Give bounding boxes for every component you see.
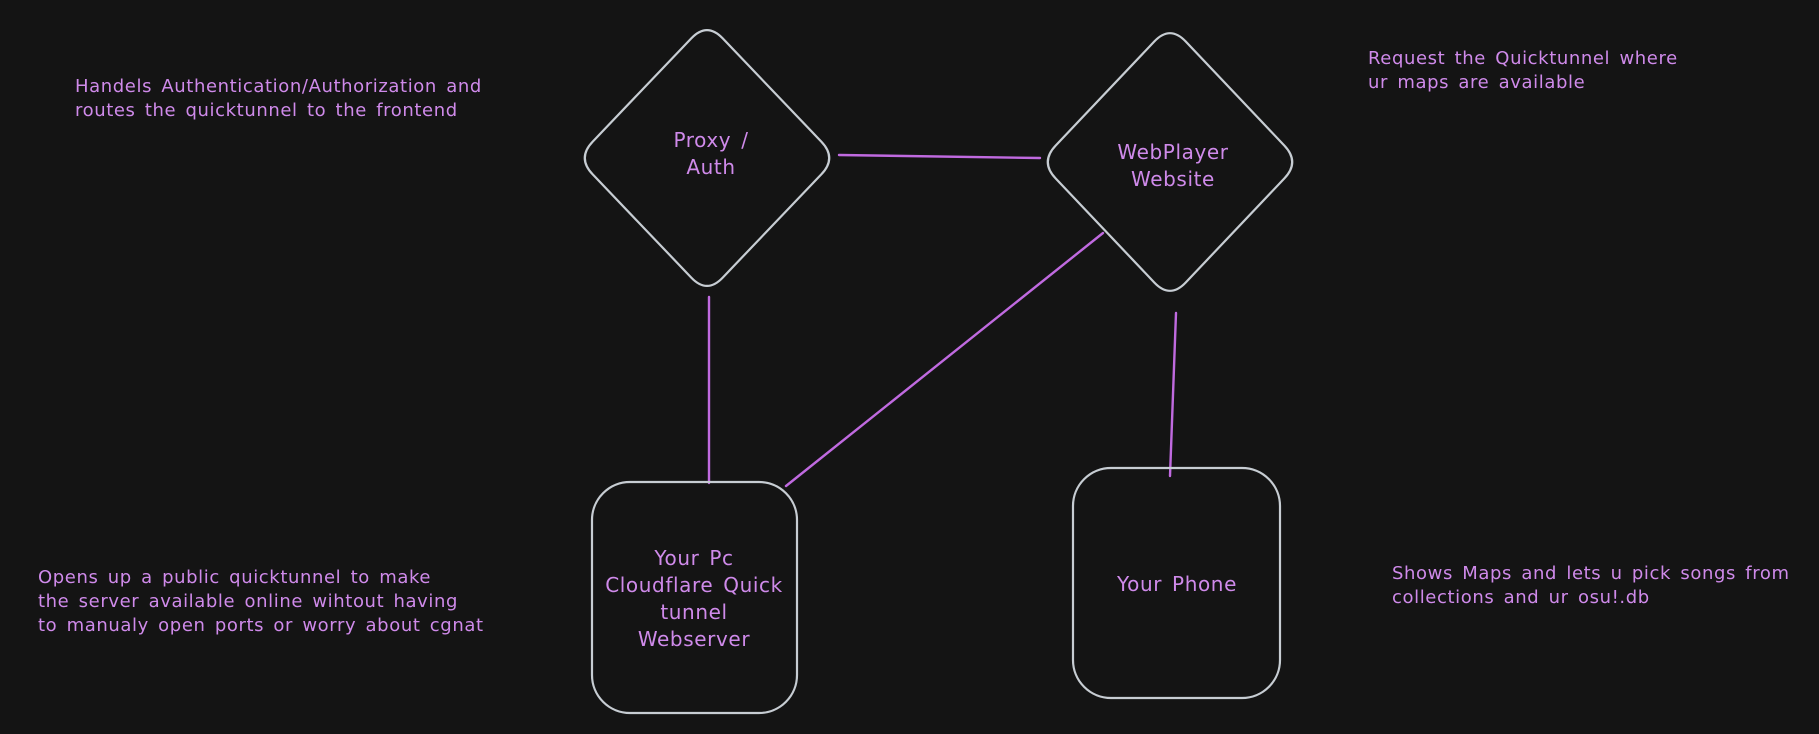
annotation-phone-note[interactable]: Shows Maps and lets u pick songs from co… bbox=[1392, 562, 1790, 610]
node-label-line: Your Phone bbox=[1116, 572, 1237, 596]
annotation-line: Request the Quicktunnel where bbox=[1368, 48, 1678, 69]
annotation-line: collections and ur osu!.db bbox=[1392, 587, 1650, 608]
node-label-your-phone[interactable]: Your Phone bbox=[1077, 571, 1277, 598]
node-label-line: Cloudflare Quick bbox=[605, 573, 783, 597]
node-label-proxy-auth[interactable]: Proxy / Auth bbox=[611, 127, 811, 181]
annotation-line: Handels Authentication/Authorization and bbox=[75, 76, 482, 97]
annotation-webserver-note[interactable]: Opens up a public quicktunnel to make th… bbox=[38, 566, 484, 638]
annotation-proxy-note[interactable]: Handels Authentication/Authorization and… bbox=[75, 75, 482, 123]
connector-webplayer-to-your-pc[interactable] bbox=[784, 231, 1105, 488]
annotation-line: Shows Maps and lets u pick songs from bbox=[1392, 563, 1790, 584]
connector-proxy-to-webplayer[interactable] bbox=[837, 153, 1042, 160]
node-label-line: Auth bbox=[686, 155, 736, 179]
node-label-your-pc-webserver[interactable]: Your Pc Cloudflare Quick tunnel Webserve… bbox=[594, 545, 794, 653]
node-label-line: Proxy / bbox=[673, 128, 749, 152]
annotation-webplayer-note[interactable]: Request the Quicktunnel where ur maps ar… bbox=[1368, 47, 1678, 95]
node-label-line: WebPlayer bbox=[1117, 140, 1229, 164]
node-shape-webplayer-website[interactable] bbox=[1046, 32, 1294, 292]
node-label-line: Website bbox=[1131, 167, 1215, 191]
node-label-webplayer-website[interactable]: WebPlayer Website bbox=[1073, 139, 1273, 193]
node-shape-your-phone[interactable] bbox=[1071, 466, 1282, 700]
connector-webplayer-to-your-phone[interactable] bbox=[1168, 311, 1178, 478]
node-label-line: Webserver bbox=[637, 627, 751, 651]
annotation-line: the server available online wihtout havi… bbox=[38, 591, 459, 612]
annotation-line: routes the quicktunnel to the frontend bbox=[75, 100, 458, 121]
annotation-line: Opens up a public quicktunnel to make bbox=[38, 567, 432, 588]
annotation-line: ur maps are available bbox=[1368, 72, 1586, 93]
node-shape-your-pc-webserver[interactable] bbox=[590, 480, 799, 715]
node-label-line: Your Pc bbox=[654, 546, 734, 570]
node-label-line: tunnel bbox=[660, 600, 728, 624]
node-shape-proxy-auth[interactable] bbox=[583, 29, 831, 287]
annotation-line: to manualy open ports or worry about cgn… bbox=[38, 615, 484, 636]
